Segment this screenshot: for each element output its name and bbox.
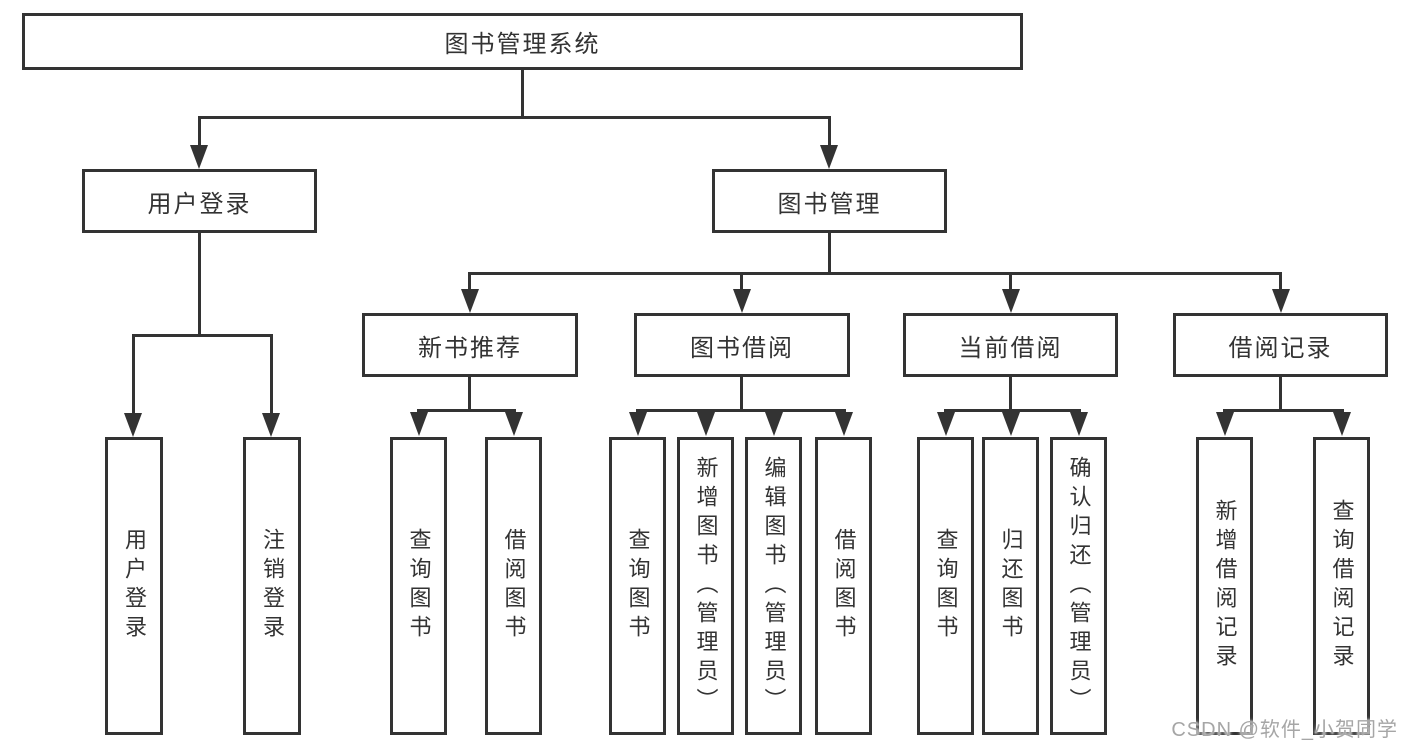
node-leaf-query-borrow-record-label: 查询借阅记录 [1329,499,1355,673]
connector-to-borrowing-records [1279,272,1282,292]
node-root: 图书管理系统 [22,13,1023,70]
connector-book-borrowing-split [636,409,846,412]
node-new-book-recommend: 新书推荐 [362,313,578,377]
node-user-login-label: 用户登录 [147,190,252,218]
node-leaf-return-books-label: 归还图书 [998,528,1024,644]
connector-new-book-stem [468,377,471,412]
arrowhead-down [505,412,523,436]
arrowhead-down [410,412,428,436]
node-leaf-confirm-return-admin: 确认归还（管理员） [1050,437,1107,735]
node-leaf-add-book-admin-label: 新增图书（管理员） [693,455,719,717]
connector-current-borrowing-stem [1009,377,1012,412]
arrowhead-down [1002,412,1020,436]
connector-new-book-split [417,409,516,412]
node-current-borrowing: 当前借阅 [903,313,1118,377]
node-leaf-borrow-books-recommend-label: 借阅图书 [501,528,527,644]
node-leaf-query-borrow-record: 查询借阅记录 [1313,437,1370,735]
node-leaf-add-borrow-record-label: 新增借阅记录 [1212,499,1238,673]
arrowhead-down [1002,289,1020,313]
node-book-management: 图书管理 [712,169,947,233]
node-leaf-edit-book-admin: 编辑图书（管理员） [745,437,802,735]
arrowhead-down [937,412,955,436]
node-leaf-logout: 注销登录 [243,437,301,735]
connector-to-leaf-logout [270,334,273,414]
connector-to-book-management [828,116,831,148]
connector-user-login-split [132,334,273,337]
arrowhead-down [820,145,838,169]
connector-level3-split [468,272,1282,275]
connector-book-management-stem [828,233,831,275]
node-current-borrowing-label: 当前借阅 [958,334,1063,362]
node-new-book-recommend-label: 新书推荐 [418,334,522,362]
arrowhead-down [629,412,647,436]
connector-records-stem [1279,377,1282,412]
arrowhead-down [733,289,751,313]
node-leaf-add-borrow-record: 新增借阅记录 [1196,437,1253,735]
connector-to-user-login [198,116,201,148]
node-leaf-borrow-books: 借阅图书 [815,437,872,735]
node-leaf-confirm-return-admin-label: 确认归还（管理员） [1066,455,1092,717]
node-leaf-borrow-books-label: 借阅图书 [831,528,857,644]
node-user-login: 用户登录 [82,169,317,233]
node-leaf-logout-label: 注销登录 [260,528,285,644]
connector-user-login-stem [198,233,201,336]
arrowhead-down [697,412,715,436]
arrowhead-down [1333,412,1351,436]
node-leaf-query-books-current: 查询图书 [917,437,974,735]
connector-book-borrowing-stem [740,377,743,412]
node-book-borrowing-label: 图书借阅 [690,334,794,362]
node-leaf-query-books-current-label: 查询图书 [933,528,959,644]
node-leaf-query-books-borrow-label: 查询图书 [625,528,651,644]
node-leaf-return-books: 归还图书 [982,437,1039,735]
watermark: CSDN @软件_小贺同学 [1171,719,1398,741]
node-leaf-query-books-recommend: 查询图书 [390,437,447,735]
connector-level2-split [198,116,831,119]
node-root-label: 图书管理系统 [444,31,601,58]
connector-current-borrowing-split [944,409,1081,412]
node-leaf-edit-book-admin-label: 编辑图书（管理员） [761,455,787,717]
node-book-borrowing: 图书借阅 [634,313,850,377]
arrowhead-down [1272,289,1290,313]
connector-to-current-borrowing [1009,272,1012,292]
node-borrowing-records-label: 借阅记录 [1228,334,1333,362]
node-leaf-add-book-admin: 新增图书（管理员） [677,437,734,735]
arrowhead-down [461,289,479,313]
arrowhead-down [835,412,853,436]
node-leaf-query-books-recommend-label: 查询图书 [406,528,432,644]
arrowhead-down [124,413,142,437]
arrowhead-down [262,413,280,437]
arrowhead-down [1070,412,1088,436]
connector-to-leaf-user-login [132,334,135,414]
connector-root-stem [521,69,524,118]
arrowhead-down [190,145,208,169]
node-leaf-user-login: 用户登录 [105,437,163,735]
node-book-management-label: 图书管理 [777,190,882,218]
connector-to-book-borrowing [740,272,743,292]
node-leaf-borrow-books-recommend: 借阅图书 [485,437,542,735]
connector-to-new-book-recommend [468,272,471,292]
node-borrowing-records: 借阅记录 [1173,313,1388,377]
arrowhead-down [1216,412,1234,436]
connector-records-split [1223,409,1344,412]
arrowhead-down [765,412,783,436]
node-leaf-user-login-label: 用户登录 [122,528,147,644]
node-leaf-query-books-borrow: 查询图书 [609,437,666,735]
